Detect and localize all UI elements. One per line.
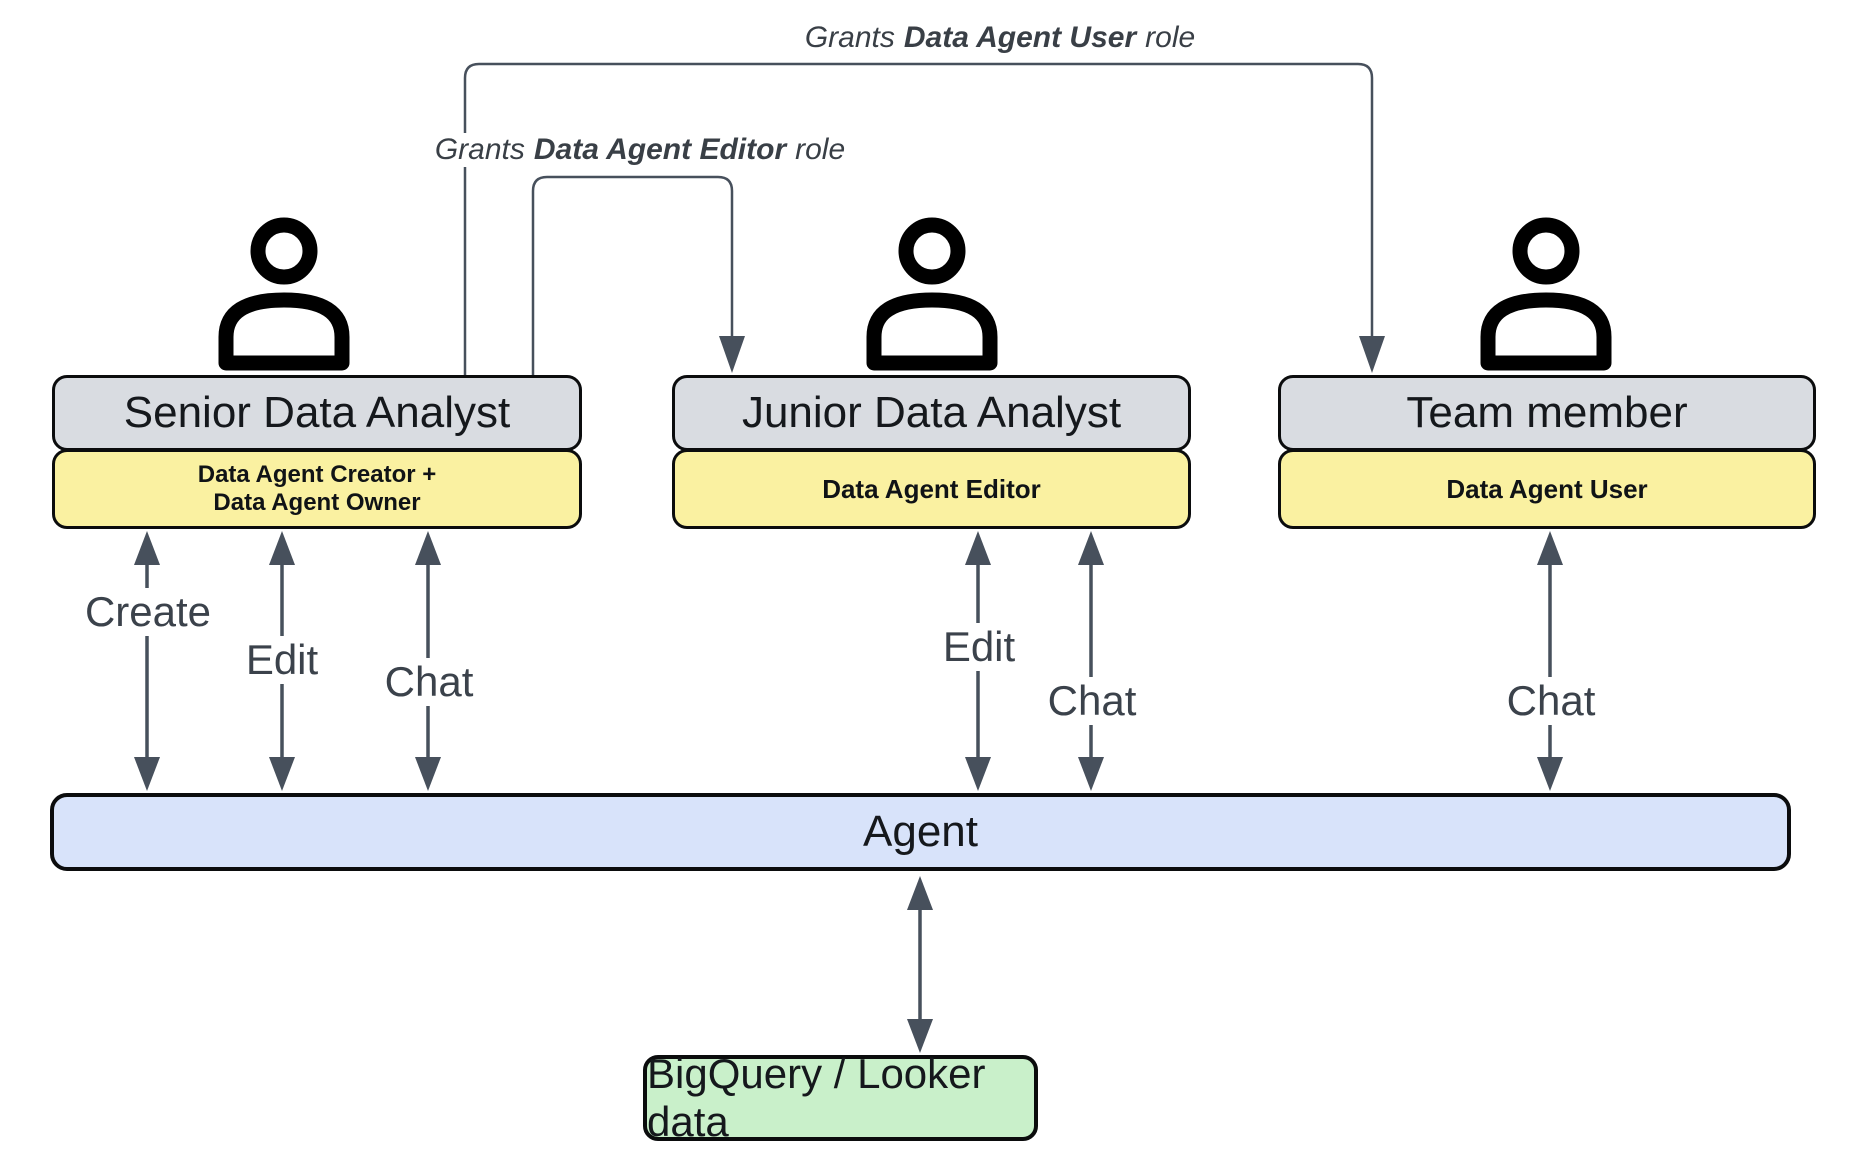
agent-bar: Agent bbox=[50, 793, 1791, 871]
actor-box-team-member: Team member bbox=[1278, 375, 1816, 451]
chat-label-team: Chat bbox=[1498, 677, 1604, 725]
grant-user-suffix: role bbox=[1145, 21, 1196, 54]
role-line: Data Agent Editor bbox=[822, 473, 1041, 504]
grant-editor-role-name: Data Agent Editor bbox=[533, 133, 787, 166]
grant-user-role-name: Data Agent User bbox=[903, 21, 1137, 54]
role-line: Data Agent Creator + bbox=[197, 461, 437, 488]
chat-arrow-team bbox=[1537, 531, 1563, 791]
actor-name: Team member bbox=[1406, 388, 1688, 437]
chat-label-senior: Chat bbox=[376, 658, 482, 706]
chat-label-junior: Chat bbox=[1039, 677, 1145, 725]
role-line: Data Agent Owner bbox=[213, 489, 421, 516]
grant-editor-arrow bbox=[531, 175, 745, 375]
grant-user-prefix: Grants bbox=[804, 21, 895, 54]
grant-editor-prefix: Grants bbox=[434, 133, 525, 166]
create-label: Create bbox=[76, 588, 220, 636]
role-box-editor: Data Agent Editor bbox=[672, 449, 1191, 529]
person-icon bbox=[1480, 217, 1612, 371]
edit-label-senior: Edit bbox=[237, 636, 327, 684]
actor-box-senior-data-analyst: Senior Data Analyst bbox=[52, 375, 582, 451]
person-icon bbox=[218, 217, 350, 371]
chat-arrow-junior bbox=[1078, 531, 1104, 791]
grant-editor-suffix: role bbox=[795, 133, 846, 166]
role-line: Data Agent User bbox=[1446, 473, 1648, 504]
edit-label-junior: Edit bbox=[934, 623, 1024, 671]
datastore-label: BigQuery / Looker data bbox=[647, 1050, 986, 1145]
person-icon bbox=[866, 217, 998, 371]
actor-name: Senior Data Analyst bbox=[123, 388, 511, 437]
agent-label: Agent bbox=[863, 807, 978, 856]
role-box-user: Data Agent User bbox=[1278, 449, 1816, 529]
agent-datastore-arrow bbox=[907, 876, 933, 1053]
datastore-box: BigQuery / Looker data bbox=[643, 1050, 1038, 1145]
create-arrow bbox=[134, 531, 160, 791]
role-box-creator-owner: Data Agent Creator + Data Agent Owner bbox=[52, 449, 582, 529]
grant-user-arrow bbox=[463, 62, 1385, 375]
actor-box-junior-data-analyst: Junior Data Analyst bbox=[672, 375, 1191, 451]
actor-name: Junior Data Analyst bbox=[741, 388, 1122, 437]
